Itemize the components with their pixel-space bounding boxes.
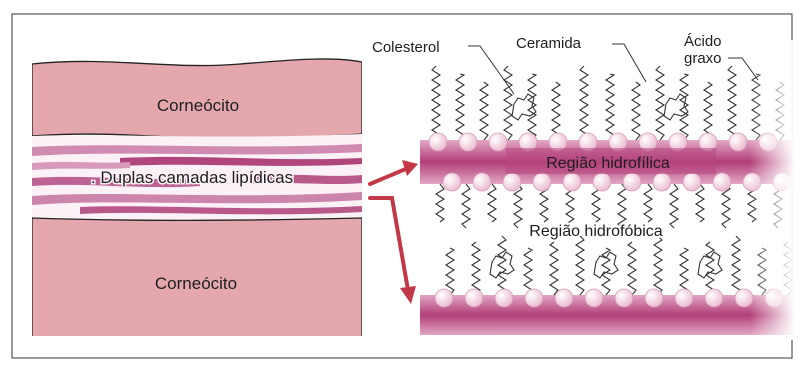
hydrophilic-region-label: Região hidrofílica bbox=[546, 155, 670, 172]
lipid-bilayers-label: . Duplas camadas lipídicas bbox=[91, 168, 293, 187]
bilayer-detail bbox=[420, 40, 795, 340]
ceramide-label: Ceramida bbox=[516, 35, 582, 52]
cholesterol-label: Colesterol bbox=[372, 39, 440, 56]
hydrophobic-region-label: Região hidrofóbica bbox=[529, 223, 663, 240]
fatty-acid-label-line2: graxo bbox=[684, 50, 722, 67]
corneocyte-bottom-label: Corneócito bbox=[155, 274, 237, 293]
corneocyte-top-label: Corneócito bbox=[157, 96, 239, 115]
fatty-acid-label-line1: Ácido bbox=[684, 33, 722, 50]
